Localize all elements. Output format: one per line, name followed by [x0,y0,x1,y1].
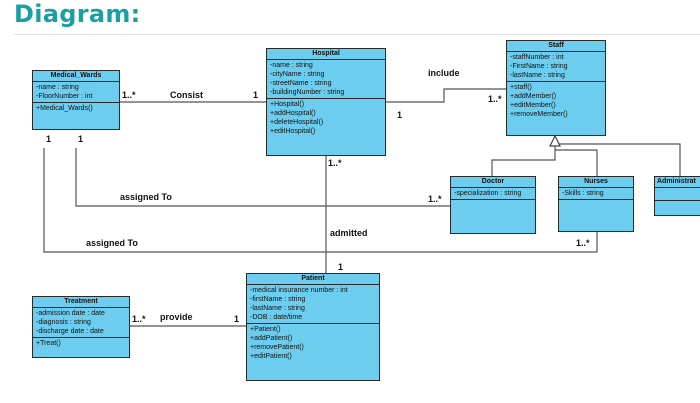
mult-wards-left: 1 [46,134,52,144]
method: +Patient() [250,326,281,333]
label-assigned-nurses: assigned To [86,238,138,248]
class-staff[interactable]: Staff -staffNumber : int -FirstName : st… [506,40,606,136]
mult-patient-admitted: 1 [338,262,344,272]
class-administrator[interactable]: Administrat [654,176,700,216]
attribute: -specialization : string [454,190,522,197]
method: +Hospital() [270,101,305,108]
label-admitted: admitted [330,228,368,238]
mult-nurses-assigned: 1..* [576,238,590,248]
method: +removeMember() [510,111,568,118]
attribute: -firstName : string [250,296,306,303]
diagram-heading: Diagram: [14,0,141,28]
attribute: -cityName : string [270,71,325,78]
class-name: Hospital [267,49,385,60]
generalization-doctor-line [491,146,556,176]
assigned-doctor-line [75,148,450,207]
class-name: Medical_Wards [33,71,119,82]
attribute: -Skills : string [562,190,604,197]
label-assigned-doctor: assigned To [120,192,172,202]
method: +addHospital() [270,110,316,117]
attribute-section: -name : string -cityName : string -stree… [267,60,385,98]
mult-doctor-assigned: 1..* [428,194,442,204]
label-consist: Consist [170,90,204,100]
method: +deleteHospital() [270,119,324,126]
method-section: +staff() +addMember() +editMember() +rem… [507,81,605,120]
class-name: Nurses [559,177,633,188]
attribute-section: -staffNumber : int -FirstName : string -… [507,52,605,81]
mult-hospital-include: 1 [397,110,403,120]
class-patient[interactable]: Patient -medical insurance number : int … [246,273,380,381]
class-treatment[interactable]: Treatment -admission date : date -diagno… [32,296,130,358]
mult-hospital-admitted: 1..* [328,158,342,168]
attribute-section: -Skills : string [559,188,633,200]
method-section: +Medical_Wards() [33,102,119,114]
attribute: -discharge date : date [36,328,104,335]
class-medical-wards[interactable]: Medical_Wards -name : string -FloorNumbe… [32,70,120,130]
class-name: Patient [247,274,379,285]
mult-hospital-consist: 1 [253,90,259,100]
attribute: -buildingNumber : string [270,89,345,96]
attribute: -lastName : string [250,305,305,312]
method: +Medical_Wards() [36,105,93,112]
attribute-section: -medical insurance number : int -firstNa… [247,285,379,323]
mult-staff-include: 1..* [488,94,502,104]
generalization-nurses-line [555,149,598,176]
mult-wards-right: 1 [78,134,84,144]
attribute: -name : string [270,62,313,69]
attribute-section: -name : string -FloorNumber : int [33,82,119,102]
class-nurses[interactable]: Nurses -Skills : string [558,176,634,232]
method: +addMember() [510,93,557,100]
method: +Treat() [36,340,61,347]
attribute: -name : string [36,84,79,91]
attribute: -medical insurance number : int [250,287,348,294]
heading-divider [14,34,700,35]
method-section: +Hospital() +addHospital() +deleteHospit… [267,98,385,137]
attribute: -diagnosis : string [36,319,91,326]
generalization-admin-line [555,143,681,176]
attribute: -admission date : date [36,310,105,317]
method: +addPatient() [250,335,293,342]
attribute: -FirstName : string [510,63,568,70]
assigned-nurses-line [43,148,598,253]
class-hospital[interactable]: Hospital -name : string -cityName : stri… [266,48,386,156]
attribute: -streetName : string [270,80,332,87]
class-name: Treatment [33,297,129,308]
label-include: include [428,68,460,78]
mult-wards-consist: 1..* [122,90,136,100]
mult-treatment-provide: 1..* [132,314,146,324]
class-doctor[interactable]: Doctor -specialization : string [450,176,536,234]
attribute-section [655,188,700,201]
method-section: +Patient() +addPatient() +removePatient(… [247,323,379,362]
class-name: Staff [507,41,605,52]
method: +editPatient() [250,353,292,360]
method-section: +Treat() [33,337,129,349]
method: +removePatient() [250,344,304,351]
method: +editHospital() [270,128,316,135]
attribute: -DOB : date/time [250,314,303,321]
label-provide: provide [160,312,193,322]
generalization-arrowhead [549,134,561,147]
method: +staff() [510,84,532,91]
attribute-section: -specialization : string [451,188,535,200]
class-name: Administrat [655,177,700,188]
attribute-section: -admission date : date -diagnosis : stri… [33,308,129,337]
include-line [386,88,506,103]
class-name: Doctor [451,177,535,188]
method: +editMember() [510,102,556,109]
attribute: -lastName : string [510,72,565,79]
attribute: -FloorNumber : int [36,93,93,100]
mult-patient-provide: 1 [234,314,240,324]
attribute: -staffNumber : int [510,54,564,61]
